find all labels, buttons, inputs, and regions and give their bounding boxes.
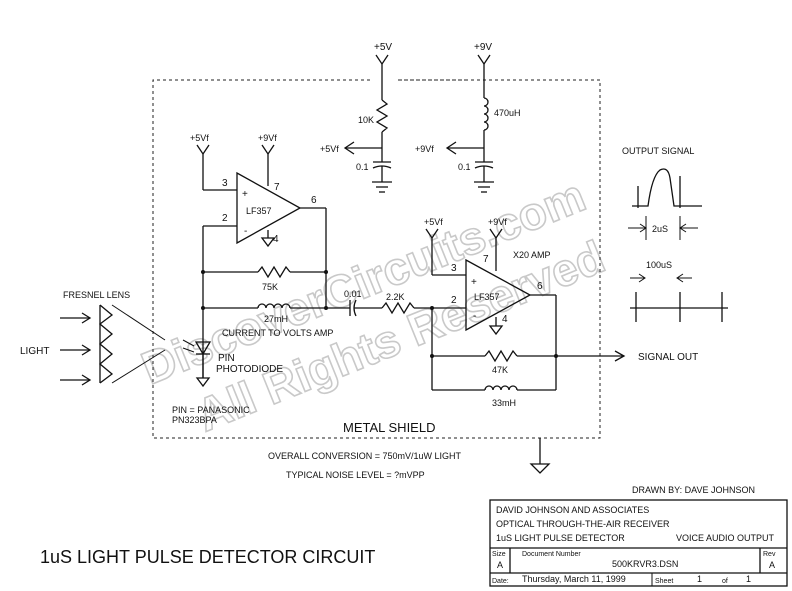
watermark: DiscoverCircuits.com All Rights Reserved [133, 168, 612, 442]
supply-5v-branch: +5V 10K +5Vf 0.1 [320, 42, 392, 193]
size-value: A [497, 560, 503, 570]
opamp1-name: LF357 [246, 206, 272, 216]
photodiode-part-1: PIN = PANASONIC [172, 405, 250, 415]
of-label: of [722, 578, 728, 585]
date-label: Date: [492, 578, 509, 585]
opamp2-name: LF357 [474, 292, 500, 302]
opamp2-plus: + [471, 277, 477, 288]
inductor-27mh-label: 27mH [264, 314, 288, 324]
opamp-2: +5Vf +9Vf + - LF357 3 2 7 6 4 X20 AMP [424, 217, 556, 336]
opamp1-minus: - [244, 226, 247, 237]
noise-level-note: TYPICAL NOISE LEVEL = ?mVPP [286, 470, 425, 480]
size-label: Size [492, 551, 506, 558]
overall-conversion-note: OVERALL CONVERSION = 750mV/1uW LIGHT [268, 451, 461, 461]
opamp1-supply-5vf-label: +5Vf [190, 133, 209, 143]
of-value: 1 [746, 574, 751, 584]
rev-value: A [769, 560, 775, 570]
opamp2-pin2: 2 [451, 295, 457, 306]
supply-5v-label: +5V [374, 42, 392, 53]
metal-shield-label: METAL SHIELD [343, 420, 435, 435]
opamp-1: +5Vf +9Vf + - LF357 3 2 7 6 4 [190, 133, 326, 248]
light-label: LIGHT [20, 346, 49, 357]
opamp1-pin3: 3 [222, 178, 228, 189]
pulse-train [630, 273, 728, 322]
opamp1-pin2: 2 [222, 213, 228, 224]
title-block-line3b: VOICE AUDIO OUTPUT [676, 533, 775, 543]
docnum-label: Document Number [522, 551, 581, 558]
fresnel-lens-label: FRESNEL LENS [63, 290, 130, 300]
supply-9v-label: +9V [474, 42, 492, 53]
opamp2-minus: - [473, 311, 476, 322]
vf5-output-label: +5Vf [320, 144, 339, 154]
opamp1-pin6: 6 [311, 195, 317, 206]
resistor-75k-label: 75K [262, 282, 278, 292]
opamp2-supply-5vf-label: +5Vf [424, 217, 443, 227]
capacitor-001-label: 0.01 [344, 289, 362, 299]
resistor-22k-label: 2.2K [386, 292, 405, 302]
photodiode-symbol [182, 339, 212, 388]
pulse-period-label: 100uS [646, 260, 672, 270]
opamp2-caption: X20 AMP [513, 250, 551, 260]
photodiode-part-2: PN323BPA [172, 415, 217, 425]
capacitor-01b-label: 0.1 [458, 162, 471, 172]
resistor-10k-label: 10K [358, 115, 374, 125]
opamp1-pin4: 4 [273, 234, 279, 245]
opamp2-pin6: 6 [537, 281, 543, 292]
coupling-network: 0.01 2.2K [326, 289, 466, 317]
circuit-title: 1uS LIGHT PULSE DETECTOR CIRCUIT [40, 547, 375, 567]
opamp1-pin7: 7 [274, 182, 280, 193]
fresnel-lens-symbol [98, 304, 166, 384]
drawn-by-label: DRAWN BY: DAVE JOHNSON [632, 485, 755, 495]
pulse-width-markers [628, 216, 698, 240]
title-block-line2: OPTICAL THROUGH-THE-AIR RECEIVER [496, 519, 670, 529]
opamp1-supply-9vf-label: +9Vf [258, 133, 277, 143]
date-value: Thursday, March 11, 1999 [522, 574, 626, 584]
signal-out-label: SIGNAL OUT [638, 352, 698, 363]
inductor-33mh-label: 33mH [492, 398, 516, 408]
opamp2-pin3: 3 [451, 263, 457, 274]
docnum-value: 500KRVR3.DSN [612, 559, 678, 569]
opamp1-caption: CURRENT TO VOLTS AMP [222, 328, 333, 338]
title-block-line3a: 1uS LIGHT PULSE DETECTOR [496, 533, 625, 543]
opamp2-supply-9vf-label: +9Vf [488, 217, 507, 227]
opamp2-pin7: 7 [483, 254, 489, 265]
vf9-output-label: +9Vf [415, 144, 434, 154]
inductor-470uh-label: 470uH [494, 108, 521, 118]
light-arrows [60, 312, 92, 386]
metal-shield-outline [152, 79, 601, 474]
photodiode-label-2: PHOTODIODE [216, 364, 283, 375]
opamp2-pin4: 4 [502, 314, 508, 325]
sheet-value: 1 [697, 574, 702, 584]
capacitor-01a-label: 0.1 [356, 162, 369, 172]
resistor-47k-label: 47K [492, 365, 508, 375]
feedback-network-1: 75K 27mH [201, 208, 328, 378]
feedback-network-2: 47K 33mH [430, 295, 626, 408]
title-block-line1: DAVID JOHNSON AND ASSOCIATES [496, 505, 649, 515]
rev-label: Rev [763, 551, 776, 558]
title-block [489, 499, 788, 587]
output-waveform [632, 168, 702, 208]
supply-9v-branch: +9V 470uH +9Vf 0.1 [415, 42, 521, 193]
sheet-label: Sheet [655, 578, 673, 585]
opamp1-plus: + [242, 189, 248, 200]
photodiode-label-1: PIN [218, 353, 235, 364]
pulse-width-label: 2uS [652, 224, 668, 234]
output-signal-label: OUTPUT SIGNAL [622, 146, 694, 156]
